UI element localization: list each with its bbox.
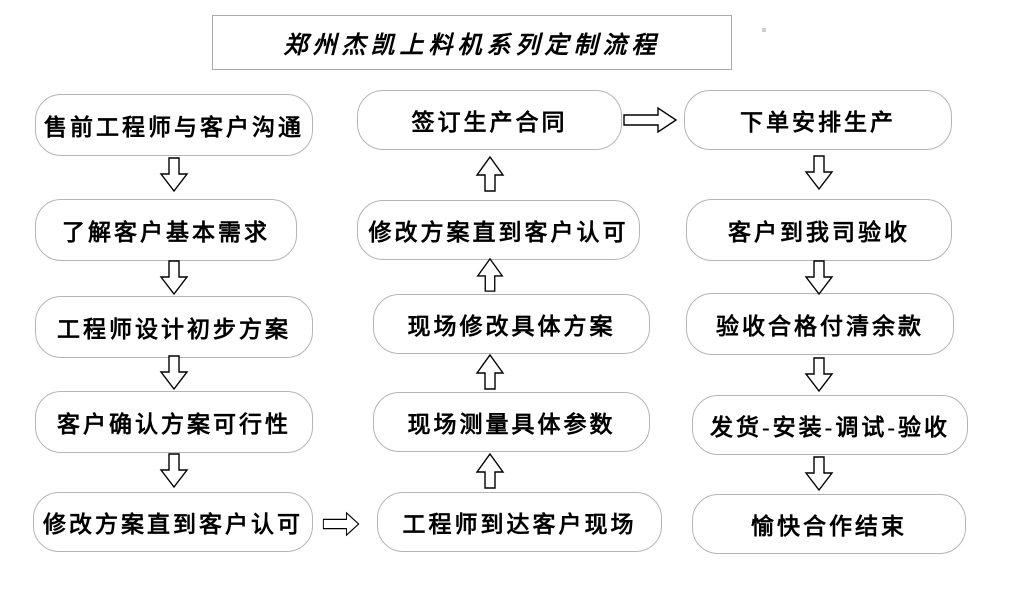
node-label: 发货-安装-调试-验收	[710, 415, 950, 440]
handle-dot	[762, 28, 766, 32]
node-customer-confirm: 客户确认方案可行性	[35, 391, 313, 453]
node-label: 愉快合作结束	[751, 514, 907, 539]
node-presale-communication: 售前工程师与客户沟通	[35, 94, 313, 156]
node-revise-until-approved: 修改方案直到客户认可	[33, 492, 313, 552]
node-ship-install-debug-accept: 发货-安装-调试-验收	[692, 395, 968, 455]
right-arrow-icon	[322, 511, 360, 537]
up-arrow-icon	[475, 353, 505, 391]
page-title: 郑州杰凯上料机系列定制流程	[283, 33, 661, 59]
node-label: 签订生产合同	[411, 110, 568, 135]
node-label: 客户到我司验收	[728, 220, 910, 245]
node-label: 工程师设计初步方案	[57, 317, 291, 342]
node-label: 工程师到达客户现场	[402, 512, 637, 537]
down-arrow-icon	[804, 155, 834, 191]
node-customer-inspect: 客户到我司验收	[686, 199, 952, 261]
down-arrow-icon	[804, 456, 834, 492]
up-arrow-icon	[475, 451, 505, 491]
down-arrow-icon	[159, 157, 189, 193]
node-label: 现场测量具体参数	[407, 412, 616, 437]
node-label: 验收合格付清余款	[716, 314, 924, 339]
up-arrow-icon	[475, 154, 505, 194]
down-arrow-icon	[159, 453, 189, 489]
node-engineer-design: 工程师设计初步方案	[35, 296, 313, 358]
node-label: 售前工程师与客户沟通	[44, 115, 304, 140]
node-revise-until-approved-2: 修改方案直到客户认可	[357, 200, 640, 260]
node-onsite-measure-params: 现场测量具体参数	[373, 392, 650, 452]
down-arrow-icon	[159, 260, 189, 296]
down-arrow-icon	[804, 357, 834, 393]
down-arrow-icon	[159, 355, 189, 391]
node-label: 下单安排生产	[740, 110, 896, 135]
node-sign-contract: 签订生产合同	[357, 90, 622, 150]
node-engineer-arrive-site: 工程师到达客户现场	[377, 492, 662, 552]
node-onsite-revise-plan: 现场修改具体方案	[373, 294, 650, 354]
node-happy-cooperation-end: 愉快合作结束	[692, 494, 966, 554]
up-arrow-icon	[475, 257, 505, 293]
node-label: 现场修改具体方案	[407, 314, 616, 339]
title-box: 郑州杰凯上料机系列定制流程	[212, 15, 732, 70]
node-label: 修改方案直到客户认可	[368, 220, 629, 245]
node-place-order: 下单安排生产	[684, 90, 952, 150]
node-label: 修改方案直到客户认可	[43, 512, 303, 537]
node-understand-needs: 了解客户基本需求	[35, 199, 297, 261]
right-arrow-icon	[622, 106, 678, 134]
node-label: 了解客户基本需求	[62, 220, 270, 245]
down-arrow-icon	[804, 260, 834, 296]
node-pay-balance: 验收合格付清余款	[686, 293, 954, 355]
node-label: 客户确认方案可行性	[57, 412, 291, 437]
